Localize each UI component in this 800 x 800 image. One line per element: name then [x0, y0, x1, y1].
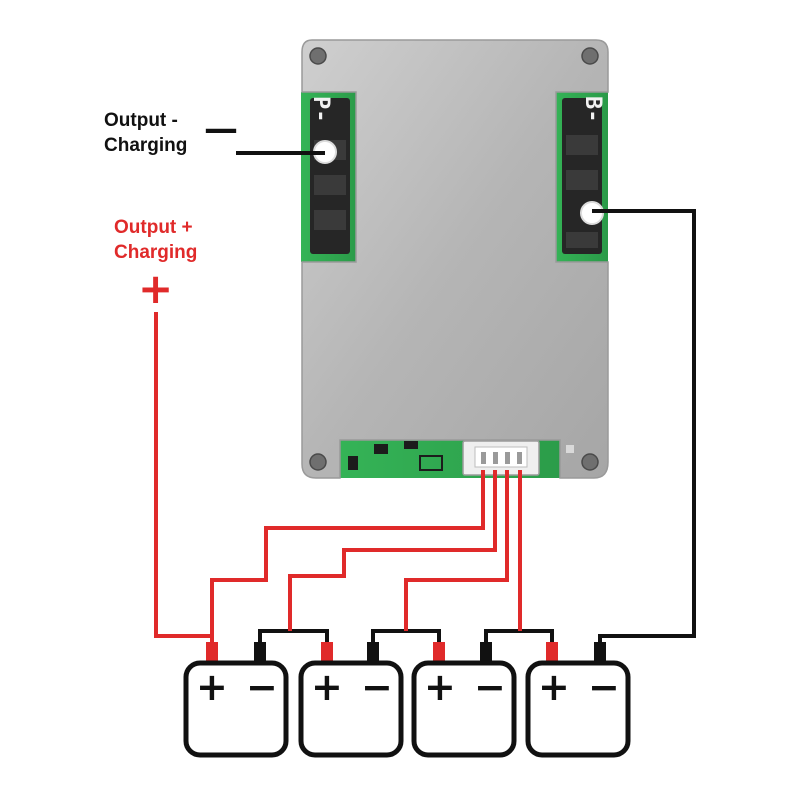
positive-symbol: +	[138, 264, 173, 313]
wire-cell-link-1	[258, 629, 329, 662]
wire-cell-link-3	[484, 629, 554, 662]
output-positive-line1: Output +	[114, 217, 193, 238]
output-positive-line2: Charging	[114, 242, 198, 263]
output-negative-line2: Charging	[104, 135, 188, 156]
wire-balance-1	[210, 470, 485, 636]
output-negative-label: Output - Charging	[104, 108, 187, 158]
battery-4-minus: −	[588, 665, 620, 709]
battery-1-plus: +	[196, 665, 228, 709]
wire-cell-link-2	[371, 629, 441, 662]
pad-label-b-minus: B-	[580, 96, 605, 123]
battery-1: + −	[183, 660, 289, 758]
battery-3: + −	[411, 660, 517, 758]
battery-1-minus: −	[246, 665, 278, 709]
pcb-components	[348, 441, 574, 471]
mounting-screws	[309, 47, 599, 471]
battery-2-plus: +	[311, 665, 343, 709]
battery-3-minus: −	[474, 665, 506, 709]
battery-4-plus: +	[538, 665, 570, 709]
negative-symbol: —	[204, 109, 238, 149]
battery-2-minus: −	[361, 665, 393, 709]
balance-connector	[462, 440, 540, 476]
battery-terminals	[206, 642, 606, 662]
battery-3-plus: +	[424, 665, 456, 709]
battery-4: + −	[525, 660, 631, 758]
wire-balance-2	[288, 470, 497, 631]
output-positive-label: Output + Charging	[114, 215, 197, 265]
wire-balance-3	[404, 470, 509, 631]
output-negative-line1: Output -	[104, 110, 178, 131]
heatsink-plate	[301, 39, 609, 479]
battery-2: + −	[298, 660, 404, 758]
bms-board: P- B-	[301, 39, 609, 479]
wire-output-positive	[154, 312, 214, 662]
pad-label-p-minus: P-	[308, 96, 333, 123]
